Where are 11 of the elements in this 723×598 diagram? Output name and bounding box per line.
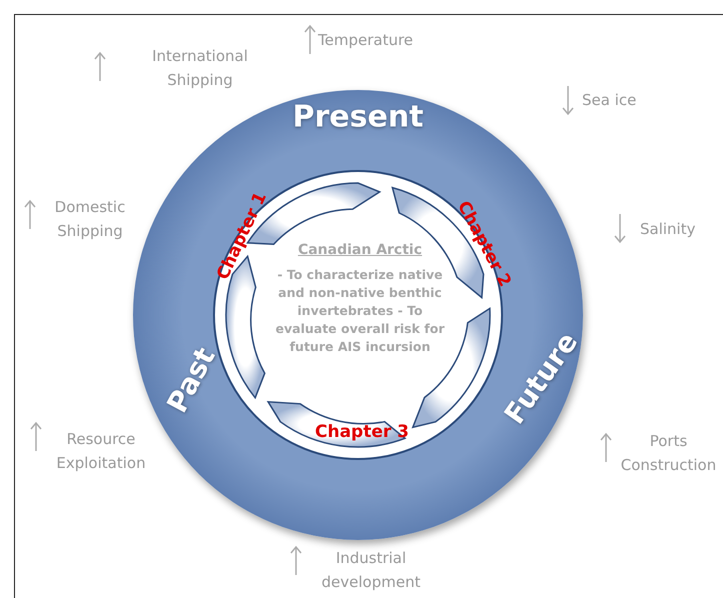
factor-label: International Shipping [151,46,249,91]
factor-label: Ports Construction [620,431,718,476]
factor-label: Domestic Shipping [54,197,126,242]
heading: Canadian Arctic [296,242,424,258]
factor-label: Salinity [640,219,696,240]
factor-label: Industrial development [320,548,422,593]
period-label: Present [292,100,424,134]
body-text: - To characterize native and non-native benthic invertebrates - To evaluate overall risk for future AIS incursion [274,266,446,356]
factor-label: Temperature [318,30,414,51]
factor-label: Resource Exploitation [55,429,147,474]
factor-label: Sea ice [582,90,638,111]
